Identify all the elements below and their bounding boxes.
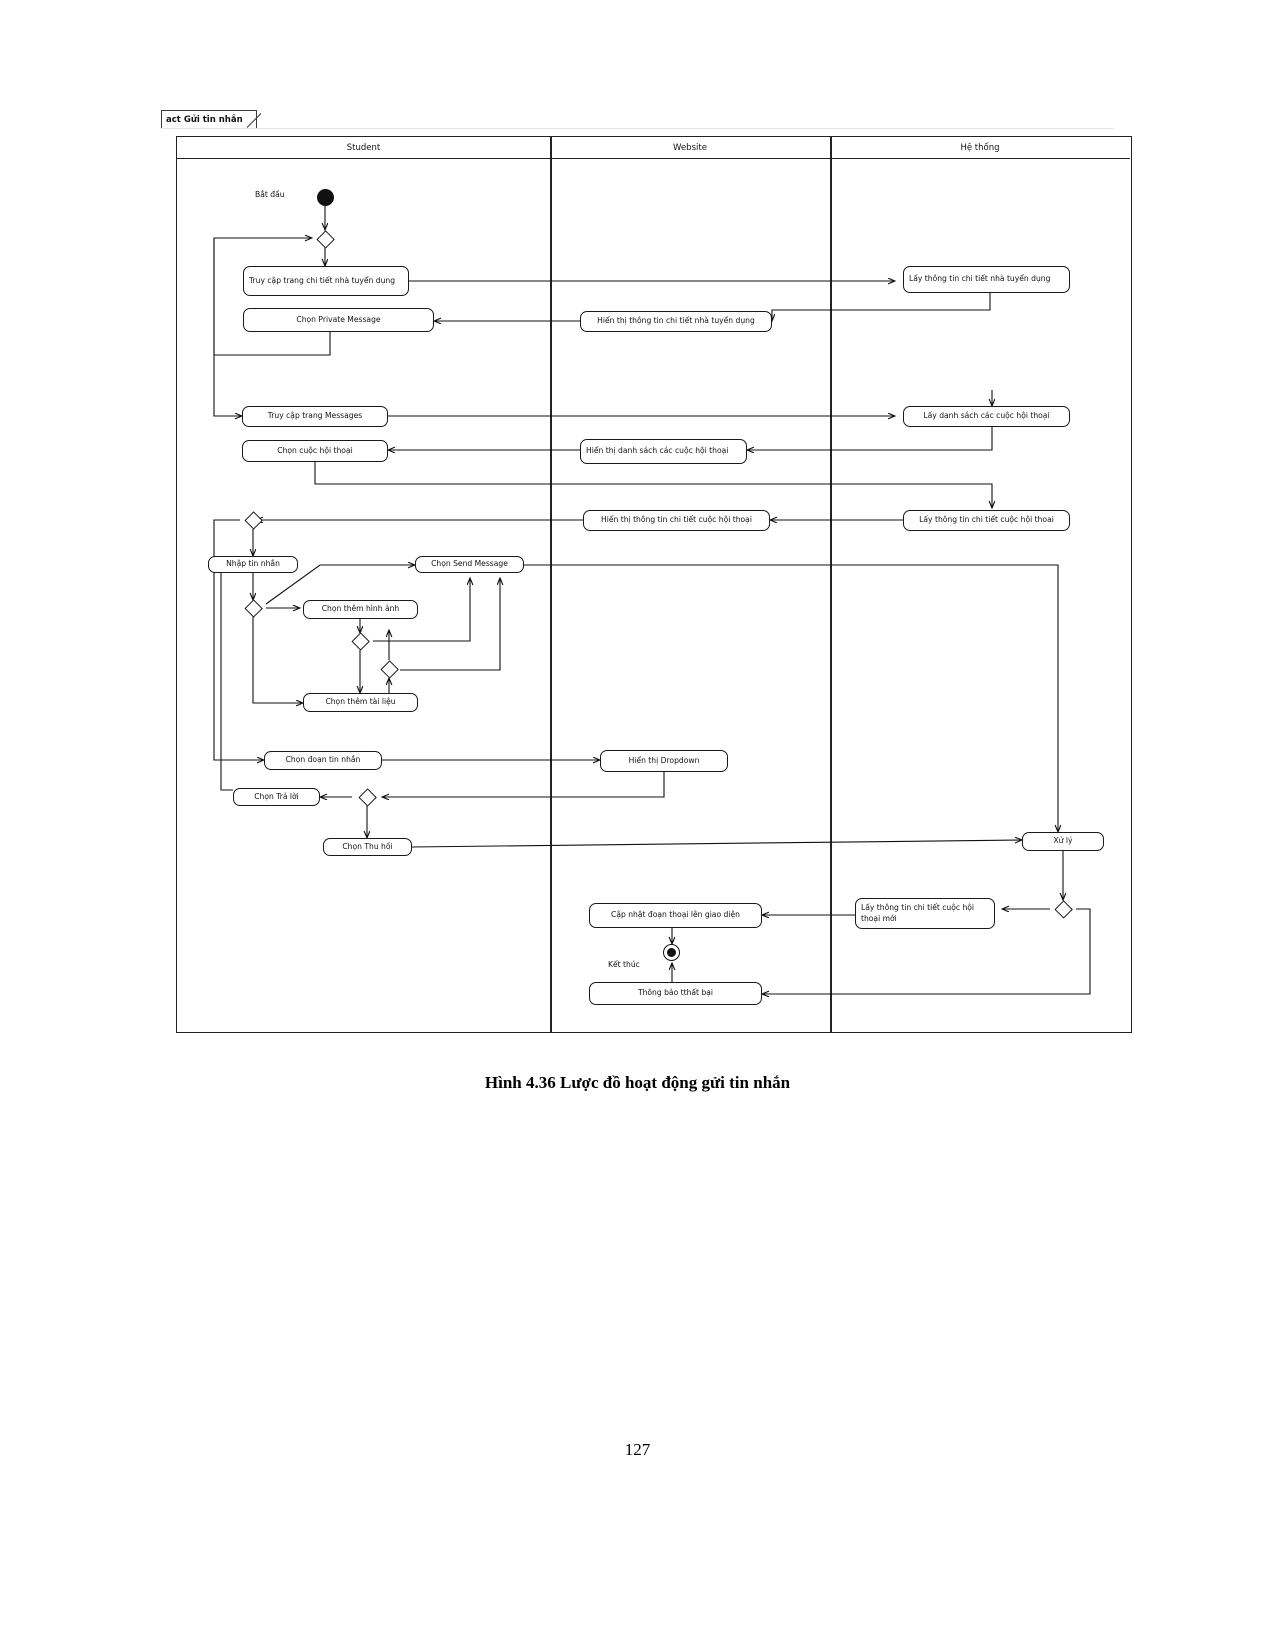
activity-label: Chọn Trả lời: [254, 791, 299, 801]
activity-chon-thu-hoi[interactable]: Chọn Thu hồi: [323, 838, 412, 856]
activity-label: Chọn đoạn tin nhắn: [285, 755, 361, 765]
activity-label: Truy cập trang Messages: [267, 411, 363, 421]
activity-label: Cập nhật đoạn thoại lên giao diện: [611, 910, 740, 920]
activity-label: Chọn Private Message: [296, 314, 381, 324]
activity-cap-nhat-doan-thoai-len-giao-dien[interactable]: Cập nhật đoạn thoại lên giao diện: [589, 903, 762, 928]
activity-hien-thi-dropdown[interactable]: Hiển thị Dropdown: [600, 750, 728, 772]
lane-label-student: Student: [346, 142, 381, 153]
activity-lay-thong-tin-chi-tiet-cuoc-hoi-thoai[interactable]: Lấy thông tin chi tiết cuộc hội thoai: [903, 510, 1070, 531]
activity-label: Chọn thêm hình ảnh: [321, 604, 400, 614]
activity-xu-ly[interactable]: Xử lý: [1022, 832, 1104, 851]
activity-chon-send-message[interactable]: Chọn Send Message: [415, 556, 524, 573]
lane-header-website: Website: [550, 137, 830, 159]
lane-label-website: Website: [673, 142, 707, 153]
frame-keyword: act: [166, 115, 181, 125]
activity-label: Xử lý: [1053, 836, 1073, 846]
activity-truy-cap-trang-messages[interactable]: Truy cập trang Messages: [242, 406, 388, 427]
activity-label: Lấy thông tin chi tiết nhà tuyển dụng: [909, 274, 1051, 284]
decision-node-2: [240, 511, 266, 531]
activity-label: Lấy danh sách các cuộc hội thoại: [923, 411, 1050, 421]
activity-label: Lấy thông tin chi tiết cuộc hội thoai: [919, 515, 1054, 525]
activity-hien-thi-thong-tin-chi-tiet-cuoc-hoi-thoai[interactable]: Hiển thị thông tin chi tiết cuộc hội tho…: [583, 510, 770, 531]
activity-label: Hiển thị Dropdown: [628, 755, 700, 765]
activity-label: Chọn thêm tài liệu: [325, 697, 396, 707]
activity-nhap-tin-nhan[interactable]: Nhập tin nhắn: [208, 556, 298, 573]
initial-node: [317, 189, 334, 206]
decision-node-6: [354, 788, 380, 808]
lane-divider-2: [830, 137, 832, 1032]
lane-label-system: Hệ thống: [960, 142, 1000, 153]
lane-header-system: Hệ thống: [830, 137, 1130, 159]
activity-label: Chọn Thu hồi: [342, 841, 393, 851]
activity-label: Lấy thông tin chi tiết cuộc hội thoại mớ…: [861, 903, 975, 923]
activity-truy-cap-trang-chi-tiet-nha-tuyen-dung[interactable]: Truy cập trang chi tiết nhà tuyển dụng: [243, 266, 409, 296]
activity-label: Hiển thị thông tin chi tiết nhà tuyển dụ…: [597, 316, 755, 326]
activity-label: Nhập tin nhắn: [226, 559, 280, 569]
activity-hien-thi-danh-sach-cac-cuoc-hoi-thoai[interactable]: Hiển thị danh sách các cuộc hội thoại: [580, 439, 747, 464]
activity-lay-danh-sach-cac-cuoc-hoi-thoai[interactable]: Lấy danh sách các cuộc hội thoại: [903, 406, 1070, 427]
activity-thong-bao-that-bai[interactable]: Thông báo tthất bại: [589, 982, 762, 1005]
header-rule: [161, 128, 1114, 129]
activity-lay-thong-tin-chi-tiet-cuoc-hoi-thoai-moi[interactable]: Lấy thông tin chi tiết cuộc hội thoại mớ…: [855, 898, 995, 929]
activity-chon-private-message[interactable]: Chọn Private Message: [243, 308, 434, 332]
decision-node-1: [312, 230, 338, 250]
final-node: [663, 944, 680, 961]
activity-chon-cuoc-hoi-thoai[interactable]: Chọn cuộc hội thoại: [242, 440, 388, 462]
lane-divider-1: [550, 137, 552, 1032]
activity-label: Thông báo tthất bại: [637, 988, 714, 998]
frame-tab-corner: [247, 110, 261, 130]
end-label: Kết thúc: [608, 960, 640, 969]
activity-hien-thi-thong-tin-chi-tiet-nha-tuyen-dung[interactable]: Hiển thị thông tin chi tiết nhà tuyển dụ…: [580, 311, 772, 332]
activity-label: Hiển thị danh sách các cuộc hội thoại: [586, 446, 729, 456]
activity-label: Hiển thị thông tin chi tiết cuộc hội tho…: [601, 515, 752, 525]
activity-chon-doan-tin-nhan[interactable]: Chọn đoạn tin nhắn: [264, 751, 382, 770]
start-label: Bắt đầu: [255, 190, 285, 199]
decision-node-5: [376, 660, 402, 680]
decision-node-7: [1050, 900, 1076, 920]
lane-header-student: Student: [177, 137, 550, 159]
figure-caption: Hình 4.36 Lược đồ hoạt động gửi tin nhắn: [484, 1073, 791, 1092]
activity-label: Chọn cuộc hội thoại: [277, 445, 353, 455]
decision-node-4: [347, 632, 373, 652]
activity-chon-them-hinh-anh[interactable]: Chọn thêm hình ảnh: [303, 600, 418, 619]
diagram-frame-tab: act Gửi tin nhắn: [161, 110, 257, 129]
activity-label: Truy cập trang chi tiết nhà tuyển dụng: [249, 275, 396, 285]
activity-lay-thong-tin-chi-tiet-nha-tuyen-dung[interactable]: Lấy thông tin chi tiết nhà tuyển dụng: [903, 266, 1070, 293]
decision-node-3: [240, 599, 266, 619]
frame-title: Gửi tin nhắn: [183, 115, 243, 125]
page-number: 127: [624, 1440, 651, 1459]
activity-chon-them-tai-lieu[interactable]: Chọn thêm tài liệu: [303, 693, 418, 712]
activity-chon-tra-loi[interactable]: Chọn Trả lời: [233, 788, 320, 806]
activity-label: Chọn Send Message: [431, 559, 508, 569]
